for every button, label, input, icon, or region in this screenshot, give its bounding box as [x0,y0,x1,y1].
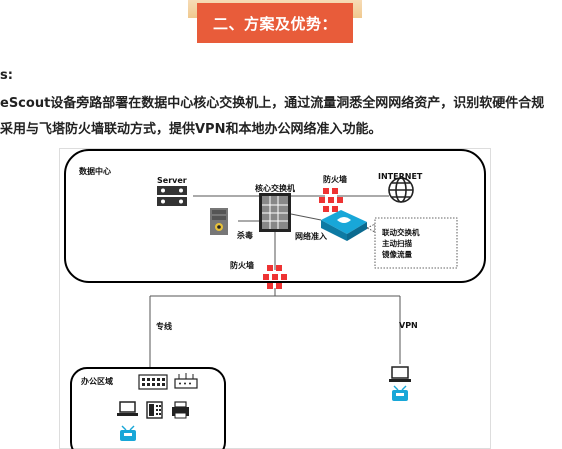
datacenter-label: 数据中心 [79,167,111,176]
vpn-terminal-icon [392,385,408,401]
section-banner: 二、方案及优势： [188,0,362,44]
internet-globe-icon [388,177,414,203]
connection-lines [149,195,401,368]
datacenter-zone [64,149,486,283]
server-icon [157,186,187,206]
core-switch-label: 核心交换机 [255,184,295,193]
firewall-bottom-label: 防火墙 [230,261,254,270]
body-text-line-2: eScout设备旁路部署在数据中心核心交换机上，通过流量洞悉全网网络资产，识别软… [0,96,545,111]
nac-label: 网络准入 [295,232,327,241]
line-switch-nac [290,213,322,221]
section-title: 二、方案及优势： [197,3,353,43]
mode-linkage-switch: 联动交换机 [382,228,420,237]
body-text-line-3: 采用与飞塔防火墙联动方式，提供VPN和本地办公网络准入功能。 [0,122,382,137]
office-laptop-icon [117,401,138,416]
office-printer-icon [172,401,189,419]
vpn-laptop-icon [389,366,411,382]
body-text-line-1: s: [0,68,13,83]
office-phone-icon [146,401,163,419]
office-zone-label: 办公区域 [81,377,113,386]
firewall-top-icon [319,188,343,212]
office-switch-icon [138,374,168,390]
vpn-label: VPN [399,321,418,330]
network-diagram: 数据中心 Server 核心交换机 防火墙 INTERNET 杀毒 网络准入 防… [59,148,491,449]
internet-label: INTERNET [378,172,423,181]
nac-device-icon [321,210,367,241]
diagram-frame [59,148,491,449]
leased-line-label: 专线 [156,322,172,331]
modes-callout-box [374,217,458,269]
office-terminal-icon [120,425,136,441]
server-label: Server [157,176,187,185]
firewall-top-label: 防火墙 [323,175,347,184]
antivirus-server-icon [210,208,228,235]
core-switch-icon [259,193,291,232]
diagram-canvas [59,148,491,449]
mode-active-scan: 主动扫描 [382,239,412,248]
office-zone [70,367,226,449]
office-router-icon [174,373,198,389]
firewall-bottom-icon [263,265,287,289]
antivirus-label: 杀毒 [237,231,253,240]
mode-mirror-traffic: 镜像流量 [382,250,412,259]
